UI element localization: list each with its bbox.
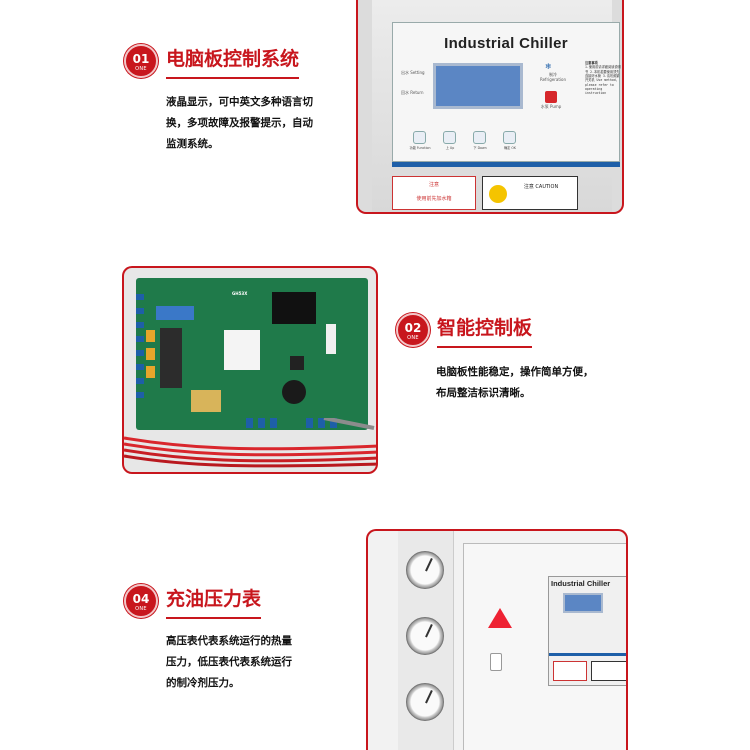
mini-panel-brand-text: Industrial Chiller [551,579,611,588]
section-01-desc-line: 液晶显示，可中英文多种语言切 [166,96,313,108]
mini-caution-sticker [591,661,626,681]
down-button-label: 下 Down [473,146,487,150]
mini-lcd-display [563,593,603,613]
mini-control-panel: Industrial Chiller [548,576,626,686]
pcb-board [136,278,368,430]
pressure-gauge-icon [406,617,444,655]
chiller-cabinet: Industrial Chiller 出水 Setting 回水 Return … [372,0,621,212]
section-02-desc-line: 电脑板性能稳定，操作简单方便， [436,366,594,378]
wire-harness [124,418,376,468]
section-01-badge: 01 ONE [124,44,158,78]
refrigeration-label: 制冷 Refrigeration [540,72,566,82]
down-button [473,131,486,144]
section-02-number: 02 [404,321,422,335]
section-04-description: 高压表代表系统运行的热量 压力，低压表代表系统运行 的制冷剂压力。 [166,631,292,694]
section-04-sub: ONE [135,606,147,612]
section-01-title: 电脑板控制系统 [166,48,300,79]
mini-warning-sticker [553,661,587,681]
caution-sticker-label: 注意 CAUTION [523,184,559,190]
section-01-number: 01 [132,52,150,66]
notes-text: 1.使用前请详细阅读说明书 2.本机若要使用须先连接好水管 3.请勿频繁开关机 … [585,65,621,96]
pump-button [545,91,557,103]
up-button [443,131,456,144]
panel-blue-strip [392,162,620,167]
section-04-number: 04 [132,592,150,606]
ok-button-label: 确定 OK [504,146,516,150]
board-label: GH53X [232,291,248,296]
control-panel: Industrial Chiller 出水 Setting 回水 Return … [392,22,621,162]
section-04-desc-line: 高压表代表系统运行的热量 [166,635,292,647]
section-02-description: 电脑板性能稳定，操作简单方便， 布局整洁标识清晰。 [436,362,594,404]
lcd-label-setting: 出水 Setting [401,70,425,75]
pump-label: 水泵 Pump [540,104,562,109]
section-02-sub: ONE [407,335,419,341]
caution-sticker: 注意 CAUTION [482,176,578,210]
warning-sticker: 注意 使用前先加水箱 [392,176,476,210]
function-button-label: 功能 Function [409,146,431,150]
section-04-desc-line: 压力，低压表代表系统运行 [166,656,292,668]
control-panel-photo: Industrial Chiller 出水 Setting 回水 Return … [356,0,624,214]
up-button-label: 上 Up [445,146,455,150]
ok-button [503,131,516,144]
door-lock-icon [490,653,502,671]
section-01-desc-line: 监测系统。 [166,138,219,150]
warning-sticker-text: 使用前先加水箱 [416,196,452,202]
section-02-badge: 02 ONE [396,313,430,347]
pressure-gauge-icon [406,683,444,721]
section-04-badge: 04 ONE [124,584,158,618]
section-02-title: 智能控制板 [437,317,533,348]
warning-sticker-label: 注意 [428,182,439,188]
section-01-sub: ONE [135,66,147,72]
hazard-icon [489,185,507,203]
section-04-title: 充油压力表 [166,588,262,619]
lcd-display [433,63,523,109]
notes-title: 注意事项 [585,61,598,65]
pressure-gauge-icon [406,551,444,589]
panel-brand-text: Industrial Chiller [444,35,568,52]
mini-panel-strip [549,653,626,656]
notes-block: 注意事项 1.使用前请详细阅读说明书 2.本机若要使用须先连接好水管 3.请勿频… [585,61,621,96]
pressure-gauge-photo: Industrial Chiller [366,529,628,750]
function-button [413,131,426,144]
section-01-desc-line: 换，多项故障及报警提示，自动 [166,117,313,129]
section-01-description: 液晶显示，可中英文多种语言切 换，多项故障及报警提示，自动 监测系统。 [166,92,313,155]
electric-hazard-icon [488,608,512,628]
section-04-desc-line: 的制冷剂压力。 [166,677,240,689]
control-board-photo: GH53X [122,266,378,474]
lcd-label-return: 回水 Return [401,90,424,95]
section-02-desc-line: 布局整洁标识清晰。 [436,387,531,399]
snowflake-icon: ❄ [545,62,552,71]
